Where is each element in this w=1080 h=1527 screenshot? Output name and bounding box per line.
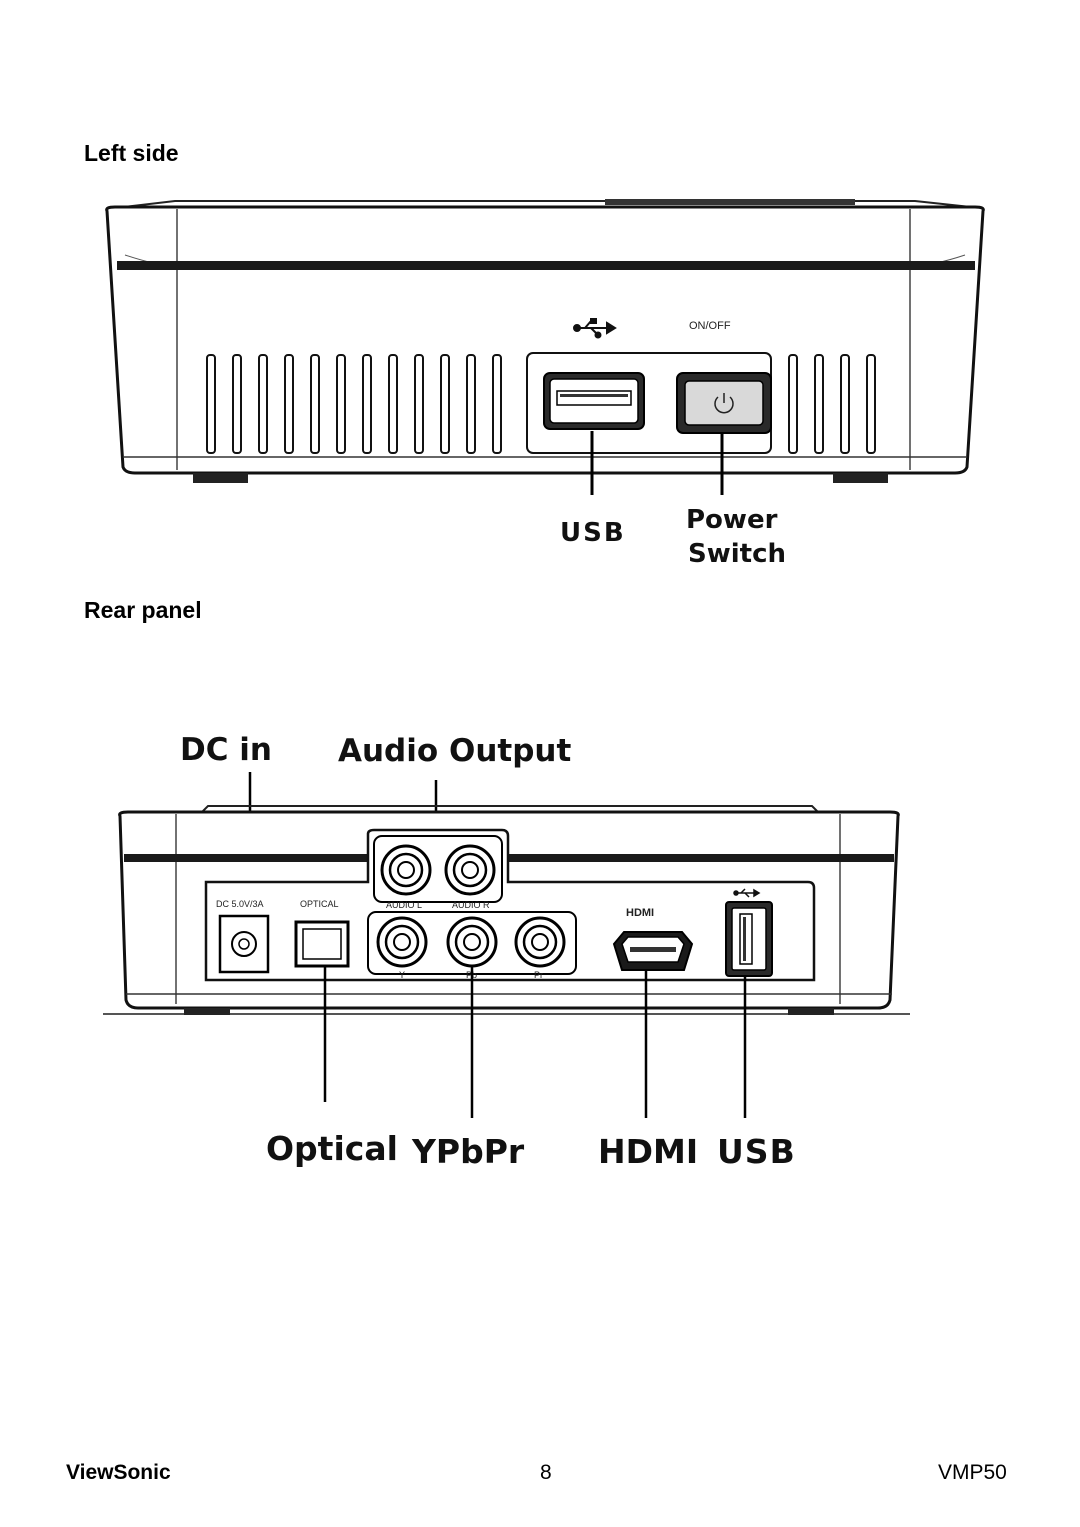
- pr-print: Pr: [534, 970, 543, 980]
- usb-icon: [573, 318, 617, 339]
- dc-in-callout-label: DC in: [180, 732, 272, 768]
- hdmi-callout-label: HDMI: [598, 1132, 699, 1171]
- dc-jack: [218, 914, 270, 974]
- lid-seam: [117, 261, 975, 270]
- audio-output-callout-label: Audio Output: [338, 733, 572, 769]
- vent-group-right: [788, 354, 876, 454]
- power-callout-label-line2: Switch: [688, 539, 787, 569]
- dc-print: DC 5.0V/3A: [216, 899, 264, 909]
- hdmi-print: HDMI: [626, 907, 654, 919]
- hdmi-port: [612, 931, 694, 971]
- power-icon: [714, 393, 734, 414]
- left-side-diagram: ON/OFF: [105, 199, 985, 495]
- y-print: Y: [399, 970, 405, 980]
- y-jack: [376, 916, 428, 968]
- power-switch: [676, 372, 772, 434]
- foot-right: [833, 473, 888, 483]
- foot-left: [193, 473, 248, 483]
- usb-port: [543, 372, 645, 430]
- audio-r-jack: [444, 844, 496, 896]
- audio-r-print: AUDIO R: [452, 900, 490, 910]
- on-off-print: ON/OFF: [689, 320, 731, 332]
- foot-left: [184, 1008, 230, 1015]
- optical-callout-label: Optical: [266, 1129, 398, 1168]
- usb-callout-label: USB: [560, 518, 626, 548]
- footer-brand: ViewSonic: [66, 1461, 171, 1484]
- device-top-edge: [114, 200, 981, 209]
- ypbpr-callout-label: YPbPr: [412, 1132, 525, 1171]
- vent-group-left: [206, 354, 502, 454]
- footer-model: VMP50: [938, 1461, 1007, 1484]
- optical-print: OPTICAL: [300, 899, 339, 909]
- pb-jack: [446, 916, 498, 968]
- footer-page-number: 8: [540, 1461, 552, 1484]
- usb-port-rear: [725, 901, 773, 977]
- power-callout-label-line1: Power: [686, 505, 778, 535]
- optical-port: [294, 920, 350, 968]
- pr-jack: [514, 916, 566, 968]
- rear-panel-heading: Rear panel: [84, 597, 202, 623]
- usb-icon: [733, 888, 761, 898]
- usb-rear-callout-label: USB: [717, 1132, 796, 1171]
- audio-l-jack: [380, 844, 432, 896]
- foot-right: [788, 1008, 834, 1015]
- top-vent-slot: [605, 199, 855, 205]
- rear-panel-diagram: DC 5.0V/3A OPTICAL AUDIO L AUDIO R: [103, 772, 910, 1118]
- audio-l-print: AUDIO L: [386, 900, 422, 910]
- left-side-heading: Left side: [84, 140, 179, 166]
